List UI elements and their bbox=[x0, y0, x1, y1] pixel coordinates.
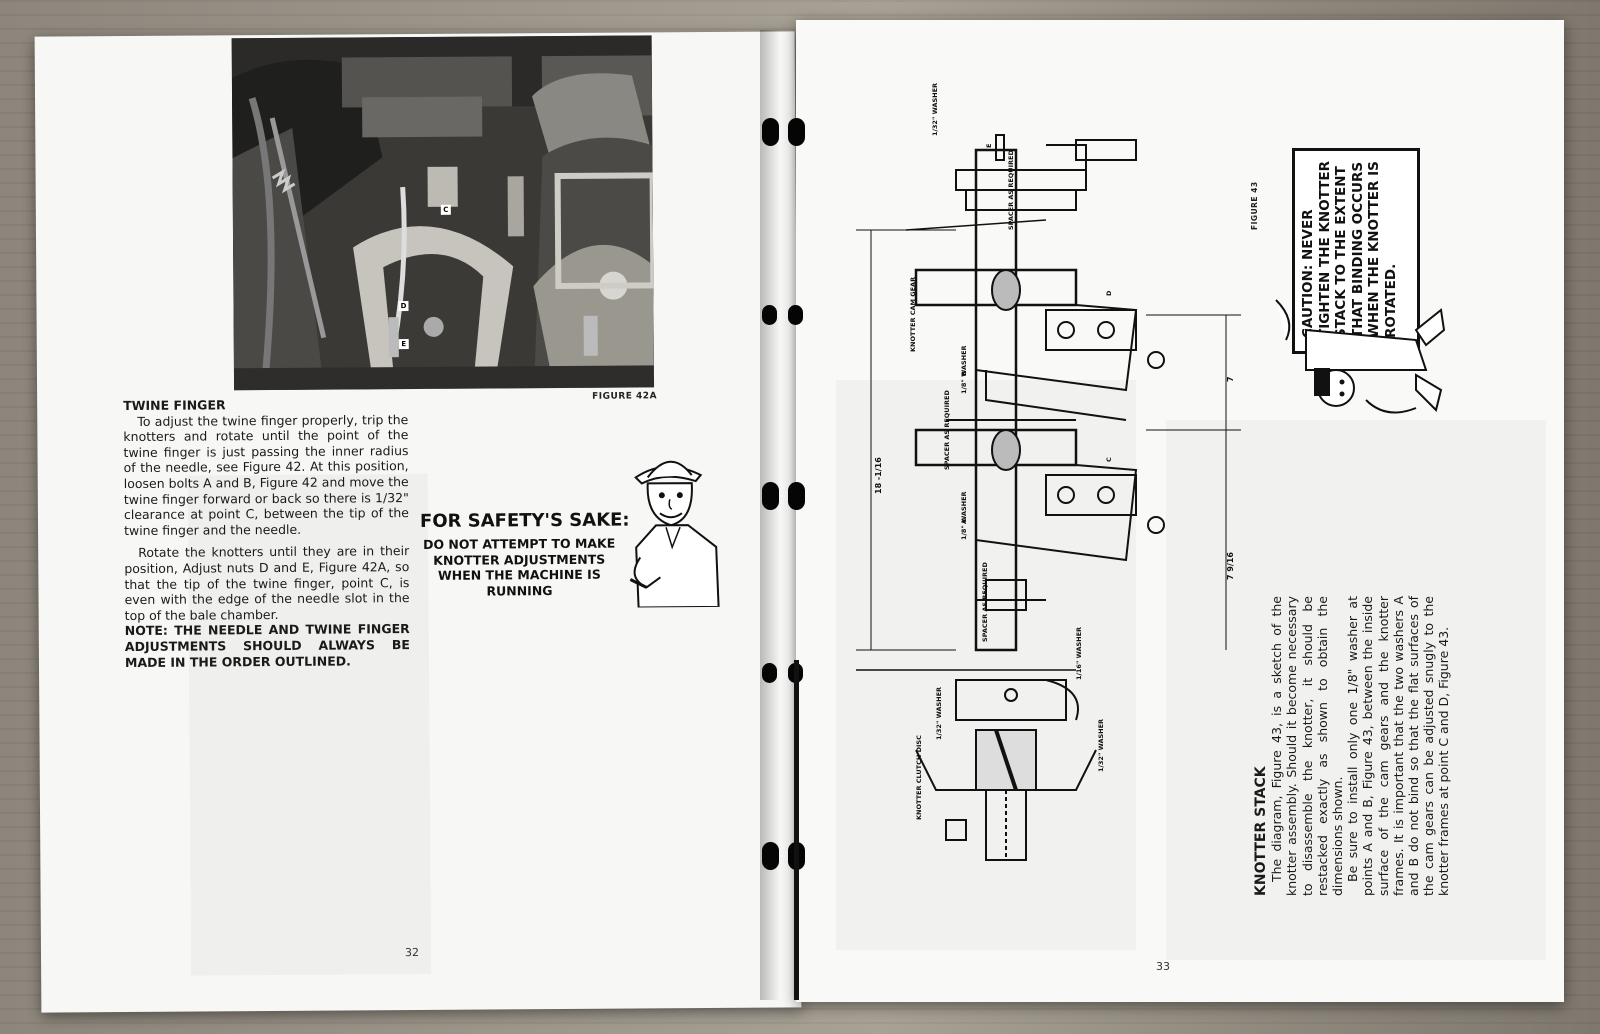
binder-hole-9 bbox=[762, 842, 779, 870]
safety-title: FOR SAFETY'S SAKE: bbox=[419, 509, 630, 532]
binding-edge bbox=[794, 660, 799, 1000]
point-label-e: E bbox=[985, 143, 993, 148]
bleed-through-shadow-right-2 bbox=[1166, 420, 1546, 960]
point-label-c: C bbox=[1105, 457, 1113, 462]
dimension-overall: 18 -1/16 bbox=[874, 457, 883, 494]
label-washer-32-a: 1/32" WASHER bbox=[935, 686, 943, 740]
label-washer-32-b: 1/32" WASHER bbox=[1097, 718, 1105, 772]
dimension-upper: 7 bbox=[1226, 376, 1235, 382]
page-number-left: 32 bbox=[404, 946, 420, 960]
photo-label-d: D bbox=[398, 301, 409, 312]
binder-hole-6 bbox=[788, 482, 805, 510]
right-page: 1/32" WASHER SPACER AS REQUIRED KNOTTER … bbox=[796, 20, 1564, 1002]
label-knotter-clutch-disc: KNOTTER CLUTCH DISC bbox=[915, 735, 923, 820]
knotter-stack-paragraph-2: Be sure to install only one 1/8" washer … bbox=[1345, 596, 1452, 896]
twine-finger-section: TWINE FINGER To adjust the twine finger … bbox=[123, 396, 410, 670]
photo-label-e: E bbox=[398, 339, 409, 350]
safety-warning: DO NOT ATTEMPT TO MAKE KNOTTER ADJUSTMEN… bbox=[422, 535, 616, 599]
binder-hole-4 bbox=[788, 305, 803, 325]
dimension-lower: 7 9/16 bbox=[1226, 552, 1235, 580]
label-spacer-top: SPACER AS REQUIRED bbox=[1007, 150, 1015, 230]
point-label-d: D bbox=[1105, 290, 1113, 296]
twine-finger-paragraph-1: To adjust the twine finger properly, tri… bbox=[123, 411, 409, 538]
knotter-stack-heading: KNOTTER STACK bbox=[1253, 766, 1269, 896]
figure-43-caption: FIGURE 43 bbox=[1250, 181, 1259, 230]
safety-man-illustration bbox=[629, 460, 720, 608]
photo-label-c: C bbox=[440, 204, 451, 215]
knotter-photo-figure-42a: C D E bbox=[231, 35, 655, 391]
page-number-right: 33 bbox=[1156, 960, 1170, 973]
label-knotter-cam-gear: KNOTTER CAM GEAR bbox=[909, 276, 917, 352]
label-washer-top: 1/32" WASHER bbox=[931, 82, 939, 136]
twine-finger-paragraph-2: Rotate the knotters until they are in th… bbox=[124, 543, 410, 623]
binder-hole-7 bbox=[762, 663, 777, 683]
label-washer-a: 1/8" WASHER bbox=[960, 491, 968, 540]
label-spacer-low: SPACER AS REQUIRED bbox=[981, 562, 989, 642]
binder-hole-2 bbox=[788, 118, 805, 146]
twine-finger-note: NOTE: THE NEEDLE AND TWINE FINGER ADJUST… bbox=[124, 621, 410, 670]
knotter-stack-paragraph-1: The diagram, Figure 43, is a sketch of t… bbox=[1269, 596, 1346, 896]
point-label-b: B bbox=[960, 371, 968, 376]
knotter-stack-diagram-figure-43 bbox=[856, 134, 1241, 861]
label-spacer-mid: SPACER AS REQUIRED bbox=[943, 390, 951, 470]
binder-hole-3 bbox=[762, 305, 777, 325]
left-page: C D E FIGURE 42A TWINE FINGER To adjust … bbox=[34, 31, 802, 1013]
binder-hole-5 bbox=[762, 482, 779, 510]
binder-hole-1 bbox=[762, 118, 779, 146]
label-washer-b: 1/8" WASHER bbox=[960, 345, 968, 394]
figure-42a-caption: FIGURE 42A bbox=[592, 391, 658, 402]
point-label-a: A bbox=[960, 518, 968, 524]
knotter-stack-section: KNOTTER STACK The diagram, Figure 43, is… bbox=[1253, 596, 1452, 896]
label-washer-sixteenth: 1/16" WASHER bbox=[1075, 626, 1083, 680]
caution-man-illustration bbox=[1275, 299, 1446, 414]
